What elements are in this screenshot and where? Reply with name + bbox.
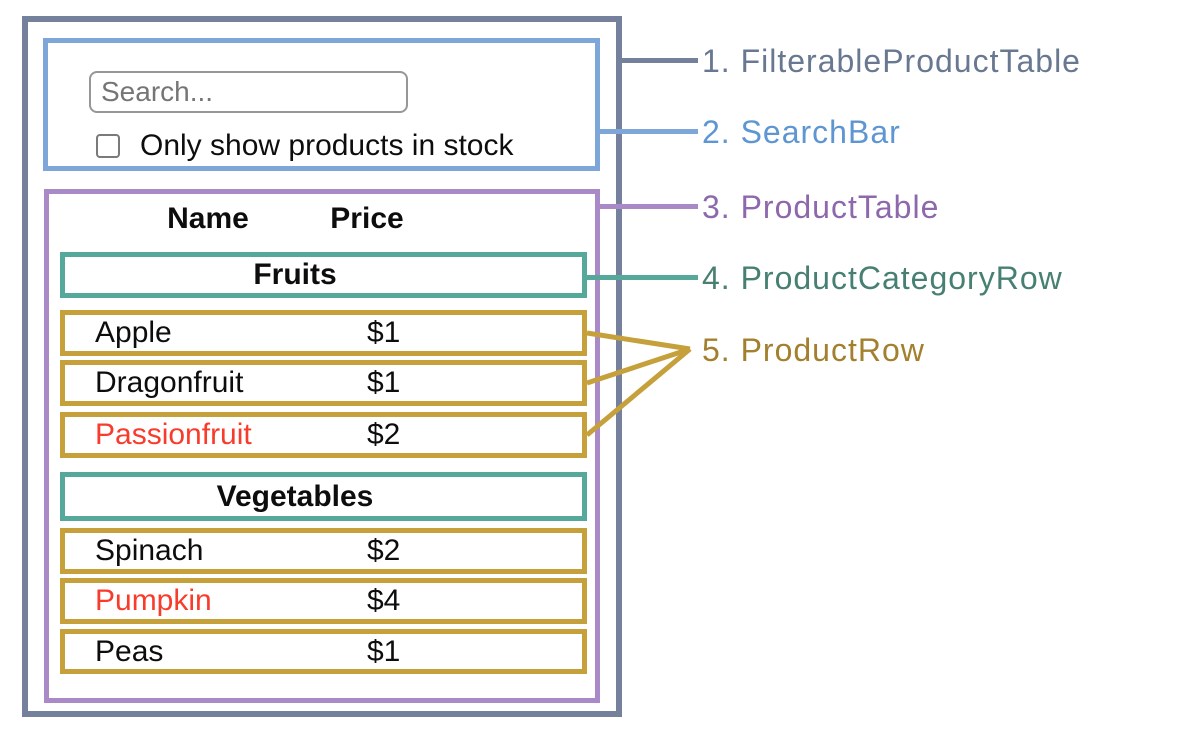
category-label: Fruits — [253, 258, 337, 291]
product-price: $2 — [367, 418, 401, 451]
connector-search-bar — [598, 129, 698, 134]
product-name: Apple — [95, 316, 172, 349]
product-price: $1 — [367, 366, 401, 399]
product-row-pumpkin: Pumpkin $4 — [60, 578, 587, 624]
legend-product-row: 5. ProductRow — [702, 332, 925, 368]
connector-product-category-row — [585, 275, 698, 280]
search-input[interactable] — [89, 71, 408, 113]
in-stock-checkbox[interactable] — [96, 134, 120, 158]
category-row-vegetables: Vegetables — [60, 472, 587, 521]
product-name: Spinach — [95, 534, 204, 567]
column-header-name: Name — [167, 202, 249, 235]
product-row-apple: Apple $1 — [60, 310, 587, 356]
product-row-passionfruit: Passionfruit $2 — [60, 412, 587, 458]
legend-product-table: 3. ProductTable — [702, 189, 940, 225]
category-label: Vegetables — [216, 479, 374, 513]
product-table-box — [44, 189, 600, 703]
product-price: $2 — [367, 534, 401, 567]
product-price: $1 — [367, 634, 401, 668]
in-stock-checkbox-label: Only show products in stock — [140, 129, 514, 162]
product-name: Peas — [95, 634, 164, 668]
search-bar-box — [43, 38, 600, 171]
product-name-out-of-stock: Pumpkin — [95, 584, 212, 617]
legend-product-category-row: 4. ProductCategoryRow — [702, 260, 1063, 296]
column-header-price: Price — [330, 202, 404, 235]
product-price: $4 — [367, 584, 401, 617]
product-row-peas: Peas $1 — [60, 629, 587, 674]
legend-search-bar: 2. SearchBar — [702, 114, 901, 150]
legend-filterable-product-table: 1. FilterableProductTable — [702, 43, 1081, 79]
category-row-fruits: Fruits — [60, 252, 587, 298]
product-price: $1 — [367, 316, 401, 349]
connector-filterable-product-table — [622, 58, 698, 63]
product-row-spinach: Spinach $2 — [60, 528, 587, 574]
product-name: Dragonfruit — [95, 366, 244, 399]
connector-product-table — [598, 204, 698, 209]
product-row-dragonfruit: Dragonfruit $1 — [60, 360, 587, 406]
product-name-out-of-stock: Passionfruit — [95, 418, 252, 451]
